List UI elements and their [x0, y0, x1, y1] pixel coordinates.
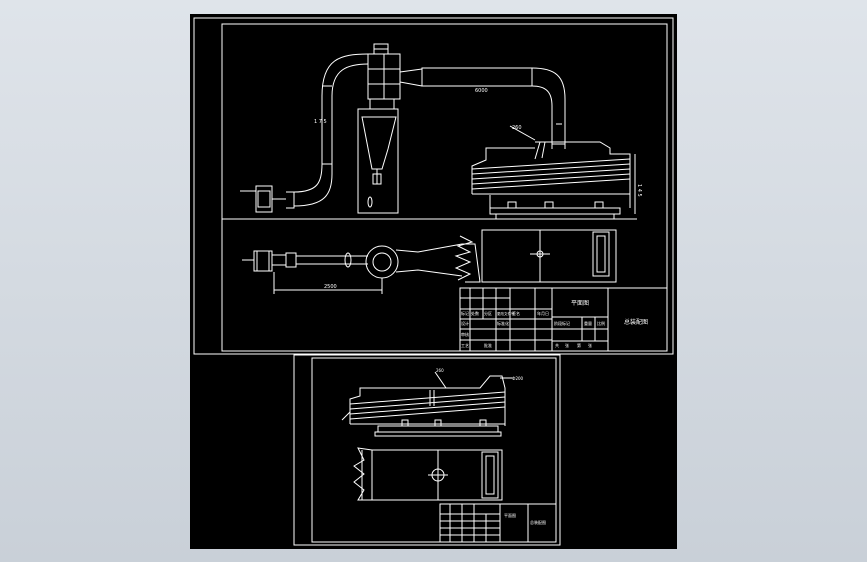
svg-text:张: 张: [565, 342, 569, 348]
drawing-name-2: 总装配图: [530, 519, 546, 525]
svg-text:设计: 设计: [461, 320, 469, 326]
sheet-2-outer-frame: [293, 354, 561, 546]
svg-text:处数: 处数: [471, 310, 479, 316]
svg-text:标准化: 标准化: [497, 320, 509, 326]
plan-view-2: [353, 447, 503, 501]
svg-text:重量: 重量: [584, 320, 592, 326]
pipe-length-label: 6000: [475, 88, 488, 94]
svg-text:标记: 标记: [461, 310, 469, 316]
cyclone-separator: [357, 99, 399, 214]
sheet-1-outer-frame: [193, 17, 674, 355]
svg-text:更改文件号: 更改文件号: [497, 311, 515, 316]
svg-text:张: 张: [588, 342, 592, 348]
svg-text:第: 第: [577, 342, 581, 348]
svg-text:审核: 审核: [461, 331, 469, 337]
sheet-1: 1 7 5 6000: [193, 17, 674, 355]
title-main-2: 平面图: [504, 512, 516, 518]
cad-viewport[interactable]: 1 7 5 6000: [190, 14, 677, 549]
sheet-1-inner-frame: [221, 23, 668, 352]
title-main: 平面图: [571, 300, 589, 307]
dryer-elevation-2: 260 Ф200: [341, 368, 524, 437]
cad-drawing-canvas: 1 7 5 6000: [193, 17, 674, 546]
svg-text:年月日: 年月日: [537, 310, 549, 316]
plan-length-label: 2500: [324, 284, 337, 290]
svg-text:比例: 比例: [597, 320, 605, 326]
cyclone-header: [367, 43, 401, 100]
svg-text:分区: 分区: [484, 310, 492, 316]
title-block-1: 平面图 总装配图 标记 设计 审核 工艺 处数 分区 更改文件号 签名 年月日 …: [459, 287, 668, 352]
dryer-elevation: 260 1 4 5: [471, 125, 642, 219]
sheet-2: 260 Ф200 平面图: [293, 354, 561, 546]
inlet-tag-label: Ф200: [512, 376, 524, 381]
svg-text:批准: 批准: [484, 342, 492, 348]
drawing-name: 总装配图: [624, 318, 648, 326]
svg-text:共: 共: [555, 342, 559, 348]
fan-motor: [240, 185, 295, 213]
vertical-pipe: 1 7 5: [293, 53, 369, 207]
riser-dim-label: 1 7 5: [314, 119, 327, 125]
dryer-tag-label: 260: [512, 125, 522, 131]
horizontal-pipe: 6000: [399, 67, 566, 149]
title-block-2: 平面图 总装配图: [439, 503, 557, 543]
svg-text:工艺: 工艺: [461, 343, 469, 348]
svg-text:阶段标记: 阶段标记: [554, 320, 570, 326]
svg-text:签名: 签名: [512, 310, 520, 316]
dryer-height-label: 1 4 5: [636, 184, 642, 197]
plan-view: 2500: [242, 229, 617, 294]
dryer-tag-label-2: 260: [436, 368, 444, 373]
sheet-2-inner-frame: [311, 357, 557, 543]
